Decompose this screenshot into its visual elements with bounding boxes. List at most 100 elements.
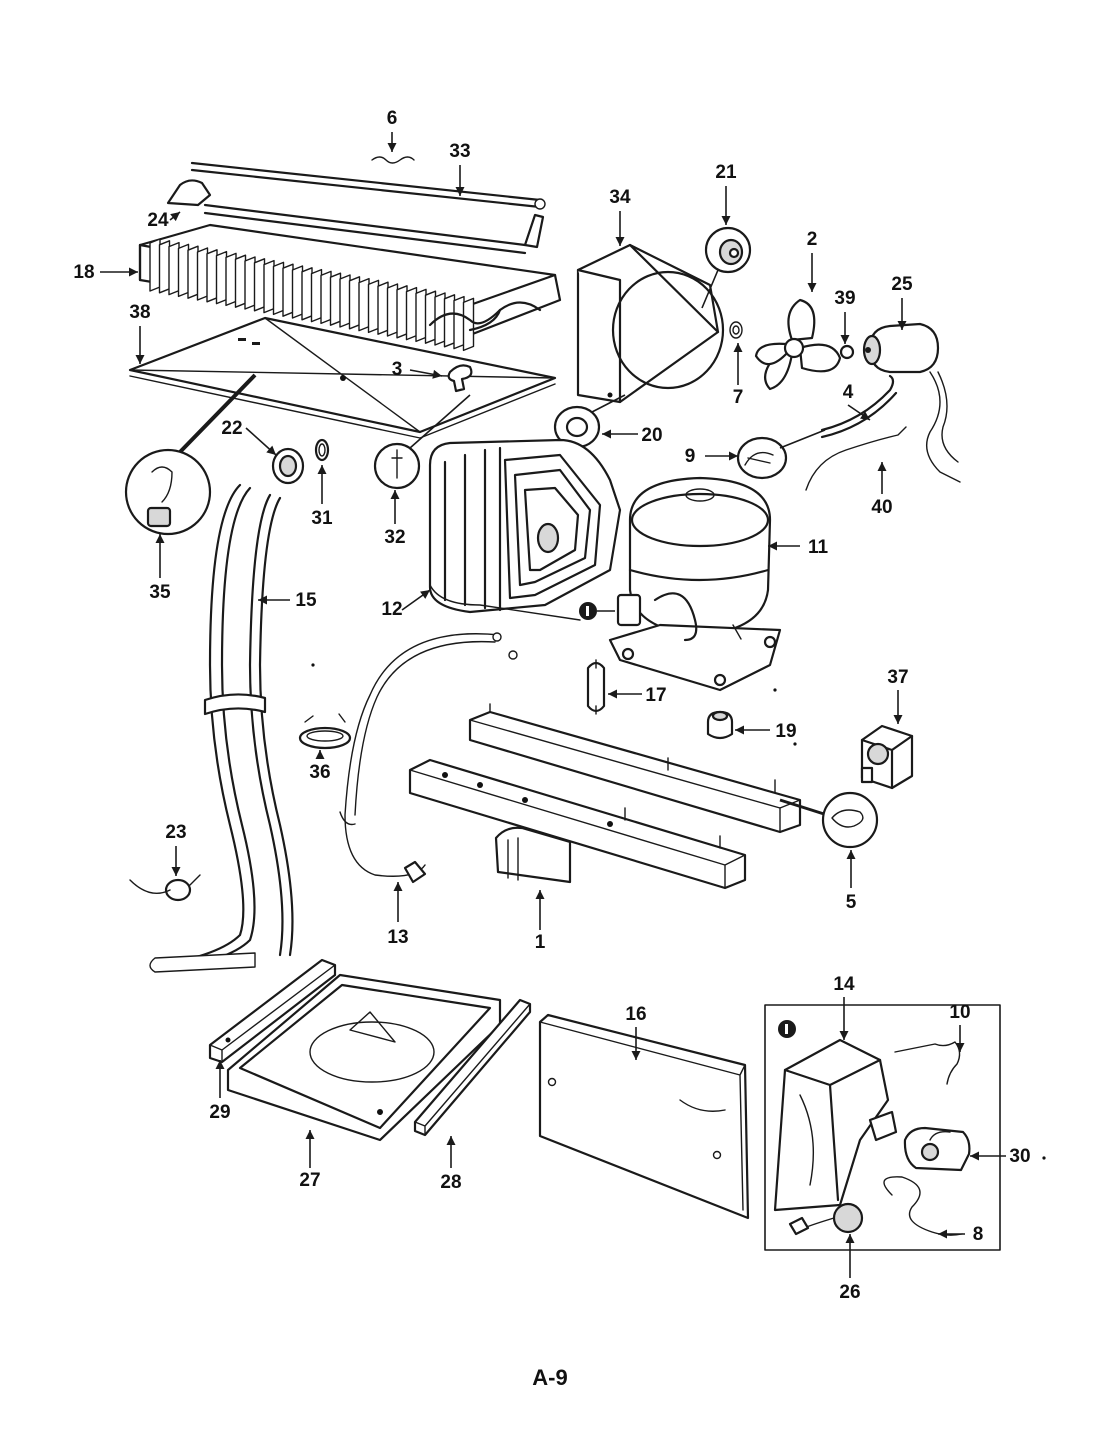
arrowhead-p34	[615, 237, 625, 246]
part-number-label: 40	[871, 497, 892, 518]
part-26-thermostat	[788, 1202, 864, 1236]
evaporator-fin	[215, 250, 228, 305]
part-17-drier	[586, 659, 606, 715]
evaporator-fin	[234, 254, 247, 308]
callout-marker-compressor: ❶	[579, 602, 615, 620]
arrowhead-p38	[135, 355, 145, 364]
arrowhead-p10	[955, 1043, 965, 1052]
evaporator-fin	[168, 241, 180, 296]
arrowhead-p1	[535, 890, 545, 899]
evaporator-fin	[396, 285, 408, 339]
part-number-label: 15	[295, 590, 317, 611]
part-2-fan-blade	[754, 298, 842, 391]
part-15-drain-tube	[149, 483, 294, 973]
arrowhead-p19	[735, 725, 744, 735]
evaporator-fin	[405, 286, 418, 341]
part-rails	[408, 703, 802, 890]
part-20-grommet	[553, 394, 626, 449]
arrowhead-p7	[733, 343, 743, 352]
arrowhead-p6	[387, 143, 397, 152]
part-13-power-cord	[339, 632, 518, 884]
part-6-wire	[371, 156, 415, 164]
part-35-thermostat	[124, 373, 257, 536]
arrowhead-p3	[432, 369, 442, 379]
part-number-label: 29	[209, 1102, 230, 1123]
part-36-strap	[298, 713, 352, 750]
part-number-label: 39	[834, 288, 855, 309]
evaporator-fin	[206, 249, 218, 303]
arrowhead-p14	[839, 1031, 849, 1040]
part-19-grommet	[706, 710, 734, 740]
part-number-label: 23	[165, 822, 186, 843]
evaporator-fin	[149, 238, 161, 292]
arrowhead-p28	[446, 1136, 456, 1145]
part-number-label: 36	[309, 762, 330, 783]
arrowhead-p16	[631, 1051, 641, 1060]
arrowhead-p24	[170, 212, 180, 222]
part-number-label: 8	[973, 1224, 984, 1245]
part-number-label: 34	[609, 187, 631, 208]
part-number-label: 33	[449, 141, 470, 162]
part-23-valve	[129, 874, 201, 902]
part-39-washer	[839, 344, 855, 360]
part-21-grommet	[701, 226, 752, 309]
evaporator-fin	[272, 261, 285, 316]
evaporator-fin	[443, 294, 456, 348]
part-22-grommet	[271, 447, 305, 485]
part-number-label: 6	[387, 108, 398, 129]
evaporator-fin	[177, 243, 190, 298]
part-number-label: 4	[843, 382, 854, 403]
part-number-label: 22	[221, 418, 242, 439]
arrowhead-p8	[938, 1229, 947, 1239]
evaporator-fin	[158, 240, 171, 294]
evaporator-fin	[291, 265, 304, 319]
arrowhead-p20	[602, 429, 611, 439]
evaporator-fin	[329, 272, 342, 326]
evaporator-fin	[320, 270, 332, 325]
part-18-evaporator	[138, 223, 562, 352]
callout-marker-inset: ❶	[778, 1020, 796, 1038]
arrowhead-p15	[258, 595, 267, 605]
evaporator-fin	[462, 297, 475, 352]
part-9-clip	[736, 429, 826, 480]
arrowhead-p22	[266, 445, 276, 455]
part-34-shroud	[576, 243, 725, 404]
part-1-cover	[494, 826, 572, 884]
part-number-label: 17	[645, 685, 666, 706]
evaporator-fin	[225, 252, 237, 307]
evaporator-fin	[187, 245, 199, 299]
arrowhead-p37	[893, 715, 903, 724]
evaporator-fin	[358, 277, 370, 332]
part-number-label: 35	[149, 582, 171, 603]
part-37-timer	[860, 724, 914, 790]
part-number-label: 32	[384, 527, 405, 548]
part-number-label: 18	[73, 262, 94, 283]
artwork: ❶ ❶	[124, 156, 1046, 1251]
part-number-label: 13	[387, 927, 408, 948]
arrowhead-p36	[315, 750, 325, 759]
evaporator-fin	[424, 290, 437, 344]
part-number-label: 28	[440, 1172, 461, 1193]
marker-symbol: ❶	[780, 1034, 781, 1036]
part-14-housing	[773, 1038, 898, 1212]
part-number-label: 21	[715, 162, 737, 183]
arrowhead-p32	[390, 490, 400, 499]
part-number-label: 5	[846, 892, 857, 913]
page-label: A-9	[532, 1365, 567, 1390]
part-number-label: 16	[625, 1004, 646, 1025]
arrowhead-p29	[215, 1060, 225, 1069]
evaporator-fin	[348, 276, 361, 330]
part-number-label: 10	[949, 1002, 970, 1023]
evaporator-fin	[196, 247, 209, 301]
arrowhead-p39	[840, 335, 850, 344]
evaporator-fin	[367, 279, 380, 334]
inset-kit-box	[764, 1004, 1001, 1251]
part-5-clip	[779, 791, 879, 849]
evaporator-fin	[339, 274, 351, 328]
evaporator-fin	[244, 256, 256, 310]
arrowhead-p21	[721, 216, 731, 225]
leader-lines	[100, 132, 1006, 1278]
evaporator-fin	[415, 288, 427, 343]
evaporator-fin	[310, 268, 323, 323]
part-10-wire	[894, 1041, 961, 1085]
